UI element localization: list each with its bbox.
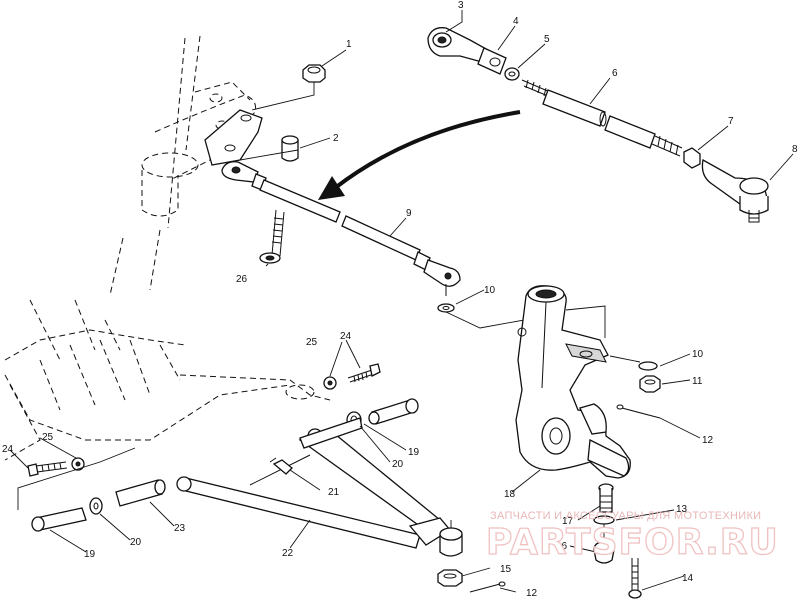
callout-2: 2 (333, 133, 339, 144)
part-17-bolt (598, 483, 614, 513)
part-24-bolt-lower (27, 461, 68, 477)
part-12-cotter-pin-lower (469, 581, 506, 593)
callout-22: 22 (282, 548, 294, 559)
part-6-tie-rod-sleeve (521, 79, 683, 157)
callout-14: 14 (682, 573, 694, 584)
callout-3: 3 (458, 0, 464, 11)
assembly-direction-arrow (318, 110, 521, 200)
part-3-tie-rod-end (427, 27, 489, 63)
callout-21: 21 (328, 487, 340, 498)
callout-10-right: 10 (692, 349, 704, 360)
callout-12-lower: 12 (526, 588, 538, 599)
callout-11: 11 (692, 376, 703, 387)
callout-26: 26 (236, 274, 248, 285)
callout-9: 9 (406, 208, 412, 219)
part-19-pivot-tube-lower (31, 507, 87, 532)
callout-25-upper: 25 (306, 337, 318, 348)
part-22-a-arm (176, 417, 451, 549)
watermark-tagline: ЗАПЧАСТИ И АКСЕССУАРЫ ДЛЯ МОТОТЕХНИКИ (490, 510, 761, 522)
callout-10-upper: 10 (484, 285, 496, 296)
part-20-bushing-lower (89, 497, 103, 515)
callout-25-lower: 25 (42, 432, 54, 443)
part-10-washer-upper (437, 303, 455, 313)
callout-4: 4 (513, 16, 519, 27)
part-2-bushing (281, 135, 299, 162)
callout-24-lower: 24 (2, 444, 14, 455)
callout-17: 17 (562, 516, 574, 527)
callout-23: 23 (174, 523, 186, 534)
part-16-boot (593, 541, 615, 564)
callout-16: 16 (556, 541, 568, 552)
part-24-bolt-upper (347, 363, 381, 383)
callout-13: 13 (676, 504, 688, 515)
callout-7: 7 (728, 116, 734, 127)
part-12-cotter-pin-right (616, 404, 661, 419)
callout-6: 6 (612, 68, 618, 79)
part-10-washer-right (638, 361, 658, 371)
part-5-nut (504, 67, 520, 81)
part-1-nut (302, 64, 326, 83)
part-4-jam-nut (477, 47, 507, 75)
callout-24-upper: 24 (340, 331, 352, 342)
part-8-tie-rod-end-ball-joint (701, 158, 769, 223)
part-11-nut-right (639, 375, 661, 393)
part-7-nut (683, 147, 701, 169)
watermark: ЗАПЧАСТИ И АКСЕССУАРЫ ДЛЯ МОТОТЕХНИКИ PA… (485, 510, 779, 564)
callout-19-upper: 19 (408, 447, 420, 458)
callout-1: 1 (346, 39, 352, 50)
part-19-pivot-tube-upper (368, 398, 419, 425)
callout-18: 18 (504, 489, 516, 500)
part-25-washer-upper (323, 376, 337, 390)
part-21-grease-fitting (269, 457, 293, 475)
part-25-washer-lower (71, 457, 85, 471)
part-9-tie-rod-assembly (221, 161, 461, 296)
callout-8: 8 (792, 144, 798, 155)
part-15-nut (437, 569, 463, 587)
callout-15: 15 (500, 564, 512, 575)
part-18-steering-knuckle (515, 285, 631, 479)
callout-20-upper: 20 (392, 459, 404, 470)
callout-leaders (9, 10, 794, 593)
lower-ball-joint-spacer (439, 527, 463, 557)
callout-20-lower: 20 (130, 537, 142, 548)
part-26-bolt (259, 209, 285, 264)
part-14-bolt (628, 558, 642, 599)
frame-phantom (4, 299, 331, 461)
watermark-brand: PARTSFOR.RU (486, 522, 779, 563)
steering-arm-bracket (204, 109, 263, 166)
part-23-pivot-tube (115, 479, 166, 507)
callout-5: 5 (544, 34, 550, 45)
callout-19-lower: 19 (84, 549, 96, 560)
callout-12-right: 12 (702, 435, 714, 446)
